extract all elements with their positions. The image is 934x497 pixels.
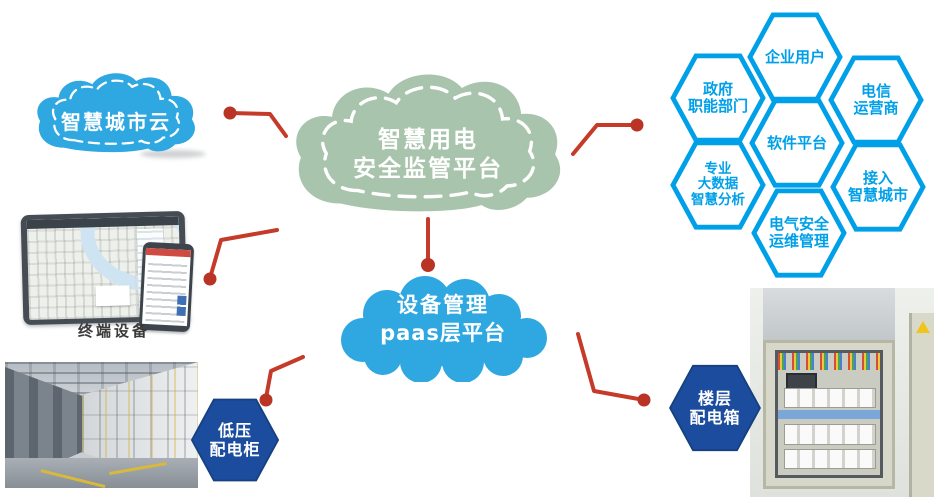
hex-lv-distribution-cabinet: 低压 配电柜 xyxy=(191,397,279,483)
photo-lv-cabinet-room xyxy=(5,362,198,488)
hex-government-depts: 政府 职能部门 xyxy=(670,52,766,144)
phone-screen xyxy=(142,247,191,327)
map-popup xyxy=(95,285,130,307)
hex-telecom-operators: 电信 运营商 xyxy=(828,54,924,146)
hex-label: 楼层 xyxy=(697,388,732,408)
hex-label: 运营商 xyxy=(853,99,899,117)
hex-label: 企业用户 xyxy=(764,47,825,66)
hex-label: 智慧分析 xyxy=(691,191,745,208)
cloud-icon xyxy=(296,74,561,212)
box-body xyxy=(762,340,896,489)
hex-label: 运维管理 xyxy=(768,232,829,250)
cloud-icon xyxy=(37,73,195,153)
photo-terminal-phone xyxy=(138,241,195,333)
connector-smartcity-platform xyxy=(228,111,288,138)
hex-enterprise-users: 企业用户 xyxy=(747,11,843,103)
wires xyxy=(777,353,881,371)
cloud-smart-city: 智慧城市云 xyxy=(30,66,202,156)
blue-bus-duct xyxy=(777,409,881,420)
hex-label: 配电柜 xyxy=(209,440,261,459)
box-top-panel xyxy=(762,288,896,344)
supervision-line1: 智慧用电 xyxy=(378,127,478,153)
hex-label: 政府 xyxy=(702,80,733,99)
hex-label: 专业 xyxy=(704,161,732,178)
supervision-line2: 安全监管平台 xyxy=(353,156,503,182)
breaker-row xyxy=(783,387,877,408)
connector-paas-floorbox xyxy=(576,332,646,402)
hex-label: 配电箱 xyxy=(689,408,741,427)
box-interior xyxy=(774,350,884,479)
hex-label: 职能部门 xyxy=(687,97,748,115)
hex-label: 低压 xyxy=(217,420,252,440)
hex-bigdata-analysis: 专业 大数据 智慧分析 xyxy=(670,139,766,231)
hex-label: 大数据 xyxy=(697,176,739,193)
terminal-caption: 终端设备 xyxy=(78,322,151,340)
photo-floor-distribution-box xyxy=(750,288,934,497)
paas-line2: paas层平台 xyxy=(380,321,506,345)
connector-paas-cabinet xyxy=(264,355,305,400)
hex-smart-city-access: 接入 智慧城市 xyxy=(830,141,926,233)
hex-label: 智慧城市 xyxy=(847,186,908,204)
smart-city-cloud-label: 智慧城市云 xyxy=(61,110,171,134)
breaker-row xyxy=(783,424,877,445)
breaker-row xyxy=(783,448,877,469)
connector-platform-honeycomb xyxy=(571,123,639,156)
hex-label: 电气安全 xyxy=(768,215,829,234)
cloud-paas-platform: 设备管理 paas层平台 xyxy=(327,270,559,382)
hex-label: 软件平台 xyxy=(766,133,827,152)
paas-line1: 设备管理 xyxy=(397,293,489,317)
hex-label: 接入 xyxy=(862,169,893,188)
cloud-shadow xyxy=(140,150,206,158)
warning-triangle-icon xyxy=(916,321,931,334)
phone-header xyxy=(145,247,191,258)
phone-buttons xyxy=(176,295,187,317)
box-door xyxy=(908,313,934,497)
hex-electrical-safety-om: 电气安全 运维管理 xyxy=(751,187,847,279)
cloud-supervision-platform: 智慧用电 安全监管平台 xyxy=(284,62,572,218)
hex-label: 电信 xyxy=(860,82,891,101)
cloud-icon xyxy=(341,276,547,382)
hex-floor-distribution-box: 楼层 配电箱 xyxy=(667,364,763,452)
hex-software-platform: 软件平台 xyxy=(749,97,845,189)
connector-terminal-platform xyxy=(208,228,279,280)
